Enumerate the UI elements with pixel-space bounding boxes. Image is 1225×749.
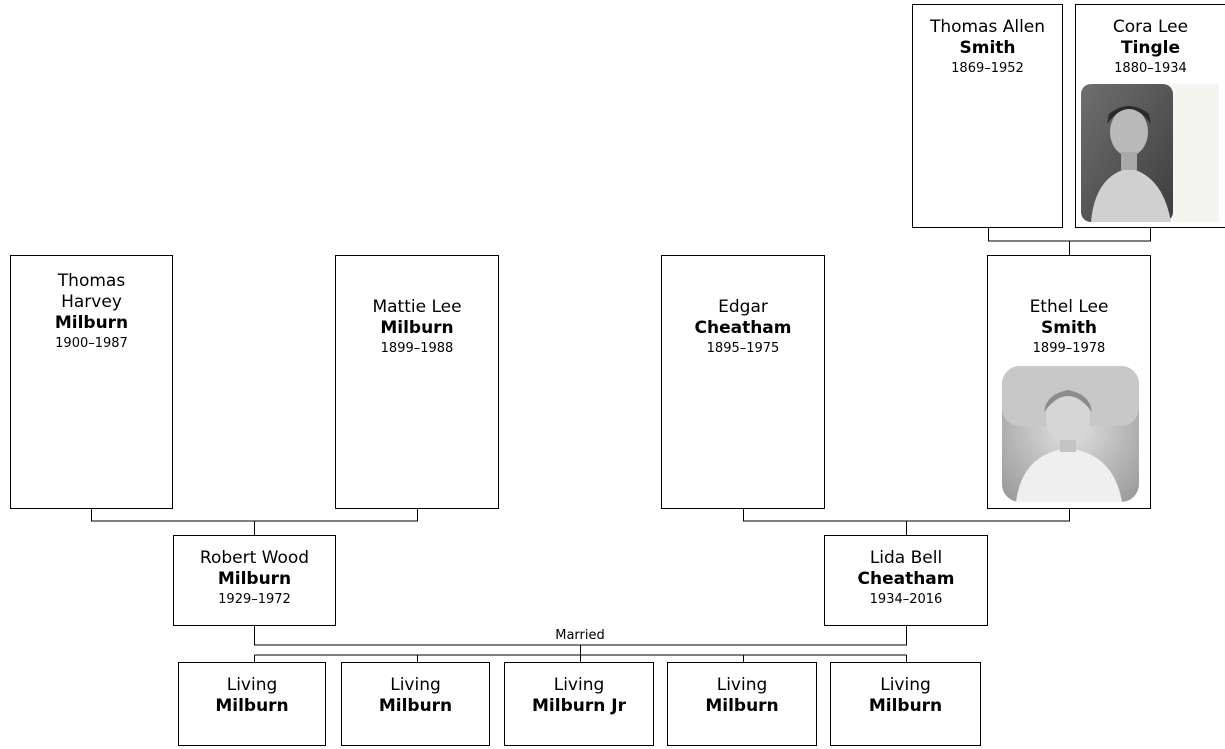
surname: Tingle bbox=[1120, 38, 1181, 58]
life-years: 1899–1978 bbox=[1032, 341, 1106, 356]
person-card-child-4[interactable]: Living Milburn bbox=[667, 662, 817, 746]
surname: Milburn bbox=[378, 696, 453, 716]
surname: Cheatham bbox=[857, 569, 955, 589]
person-card-lida-bell-cheatham[interactable]: Lida Bell Cheatham 1934–2016 bbox=[824, 535, 988, 626]
marriage-label: Married bbox=[530, 628, 630, 644]
person-card-edgar-cheatham[interactable]: Edgar Cheatham 1895–1975 bbox=[661, 255, 825, 509]
given-name: Thomas bbox=[57, 271, 126, 291]
given-name: Lida Bell bbox=[869, 548, 943, 568]
person-card-child-2[interactable]: Living Milburn bbox=[341, 662, 490, 746]
surname: Milburn bbox=[380, 318, 454, 338]
life-years: 1900–1987 bbox=[55, 336, 128, 351]
given-name: Living bbox=[226, 675, 278, 695]
given-name: Living bbox=[390, 675, 441, 695]
portrait-photo bbox=[1002, 366, 1139, 502]
surname: Smith bbox=[1040, 318, 1097, 338]
person-card-thomas-harvey-milburn[interactable]: Thomas Harvey Milburn 1900–1987 bbox=[10, 255, 173, 509]
life-years: 1869–1952 bbox=[951, 61, 1024, 76]
given-name: Living bbox=[716, 675, 768, 695]
life-years: 1880–1934 bbox=[1114, 61, 1187, 76]
given-name: Living bbox=[553, 675, 605, 695]
life-years: 1929–1972 bbox=[218, 592, 291, 607]
person-card-thomas-allen-smith[interactable]: Thomas Allen Smith 1869–1952 bbox=[912, 4, 1063, 228]
person-card-child-3[interactable]: Living Milburn Jr bbox=[504, 662, 654, 746]
given-name: Living bbox=[880, 675, 931, 695]
surname: Cheatham bbox=[694, 318, 792, 338]
person-card-cora-lee-tingle[interactable]: Cora Lee Tingle 1880–1934 bbox=[1075, 4, 1225, 228]
surname: Milburn bbox=[868, 696, 943, 716]
surname: Milburn bbox=[54, 313, 129, 333]
surname: Milburn bbox=[705, 696, 779, 716]
given-name: Thomas Allen bbox=[929, 17, 1046, 37]
given-name: Cora Lee bbox=[1112, 17, 1189, 37]
person-card-child-5[interactable]: Living Milburn bbox=[830, 662, 981, 746]
person-card-robert-wood-milburn[interactable]: Robert Wood Milburn 1929–1972 bbox=[173, 535, 336, 626]
person-card-child-1[interactable]: Living Milburn bbox=[178, 662, 326, 746]
surname: Milburn bbox=[215, 696, 289, 716]
surname: Milburn Jr bbox=[532, 696, 626, 716]
person-card-mattie-lee-milburn[interactable]: Mattie Lee Milburn 1899–1988 bbox=[335, 255, 499, 509]
portrait-photo bbox=[1081, 84, 1219, 222]
given-name: Ethel Lee bbox=[1029, 297, 1109, 317]
surname: Smith bbox=[959, 38, 1016, 58]
surname: Milburn bbox=[217, 569, 292, 589]
life-years: 1934–2016 bbox=[869, 592, 943, 607]
life-years: 1899–1988 bbox=[380, 341, 454, 356]
given-name: Harvey bbox=[61, 292, 122, 312]
life-years: 1895–1975 bbox=[706, 341, 780, 356]
given-name: Mattie Lee bbox=[372, 297, 462, 317]
person-card-ethel-lee-smith[interactable]: Ethel Lee Smith 1899–1978 bbox=[987, 255, 1151, 509]
given-name: Robert Wood bbox=[199, 548, 310, 568]
given-name: Edgar bbox=[718, 297, 768, 317]
